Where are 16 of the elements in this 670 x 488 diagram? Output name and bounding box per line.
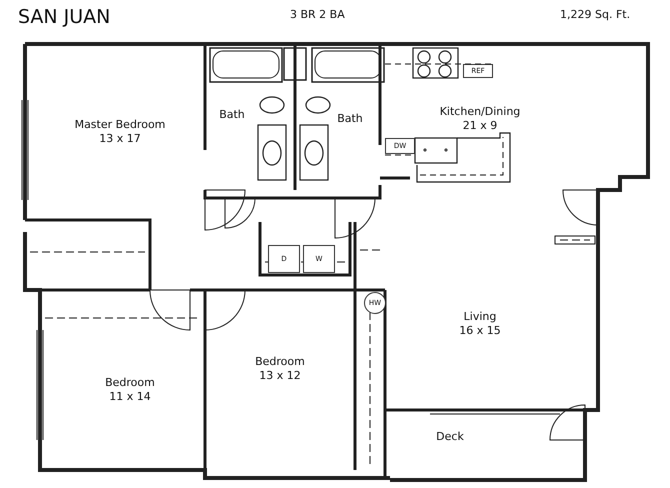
room-name: Kitchen/Dining [438,105,522,119]
room-name: Bedroom [254,355,306,369]
room-dimensions: 21 x 9 [462,119,498,133]
room-name: Bedroom [104,376,156,390]
room-name: Deck [435,430,465,444]
room-dimensions: 13 x 17 [98,132,142,146]
plan-info: 3 BR 2 BA [290,8,345,21]
plan-info: 1,229 Sq. Ft. [560,8,630,21]
room-name: Bath [336,112,364,126]
plan-title: SAN JUAN [18,6,110,28]
room-name: Bath [218,108,246,122]
room-dimensions: 13 x 12 [258,369,302,383]
room-dimensions: 11 x 14 [108,390,152,404]
room-name: Master Bedroom [74,118,166,132]
room-dimensions: 16 x 15 [458,324,502,338]
room-name: Living [462,310,498,324]
